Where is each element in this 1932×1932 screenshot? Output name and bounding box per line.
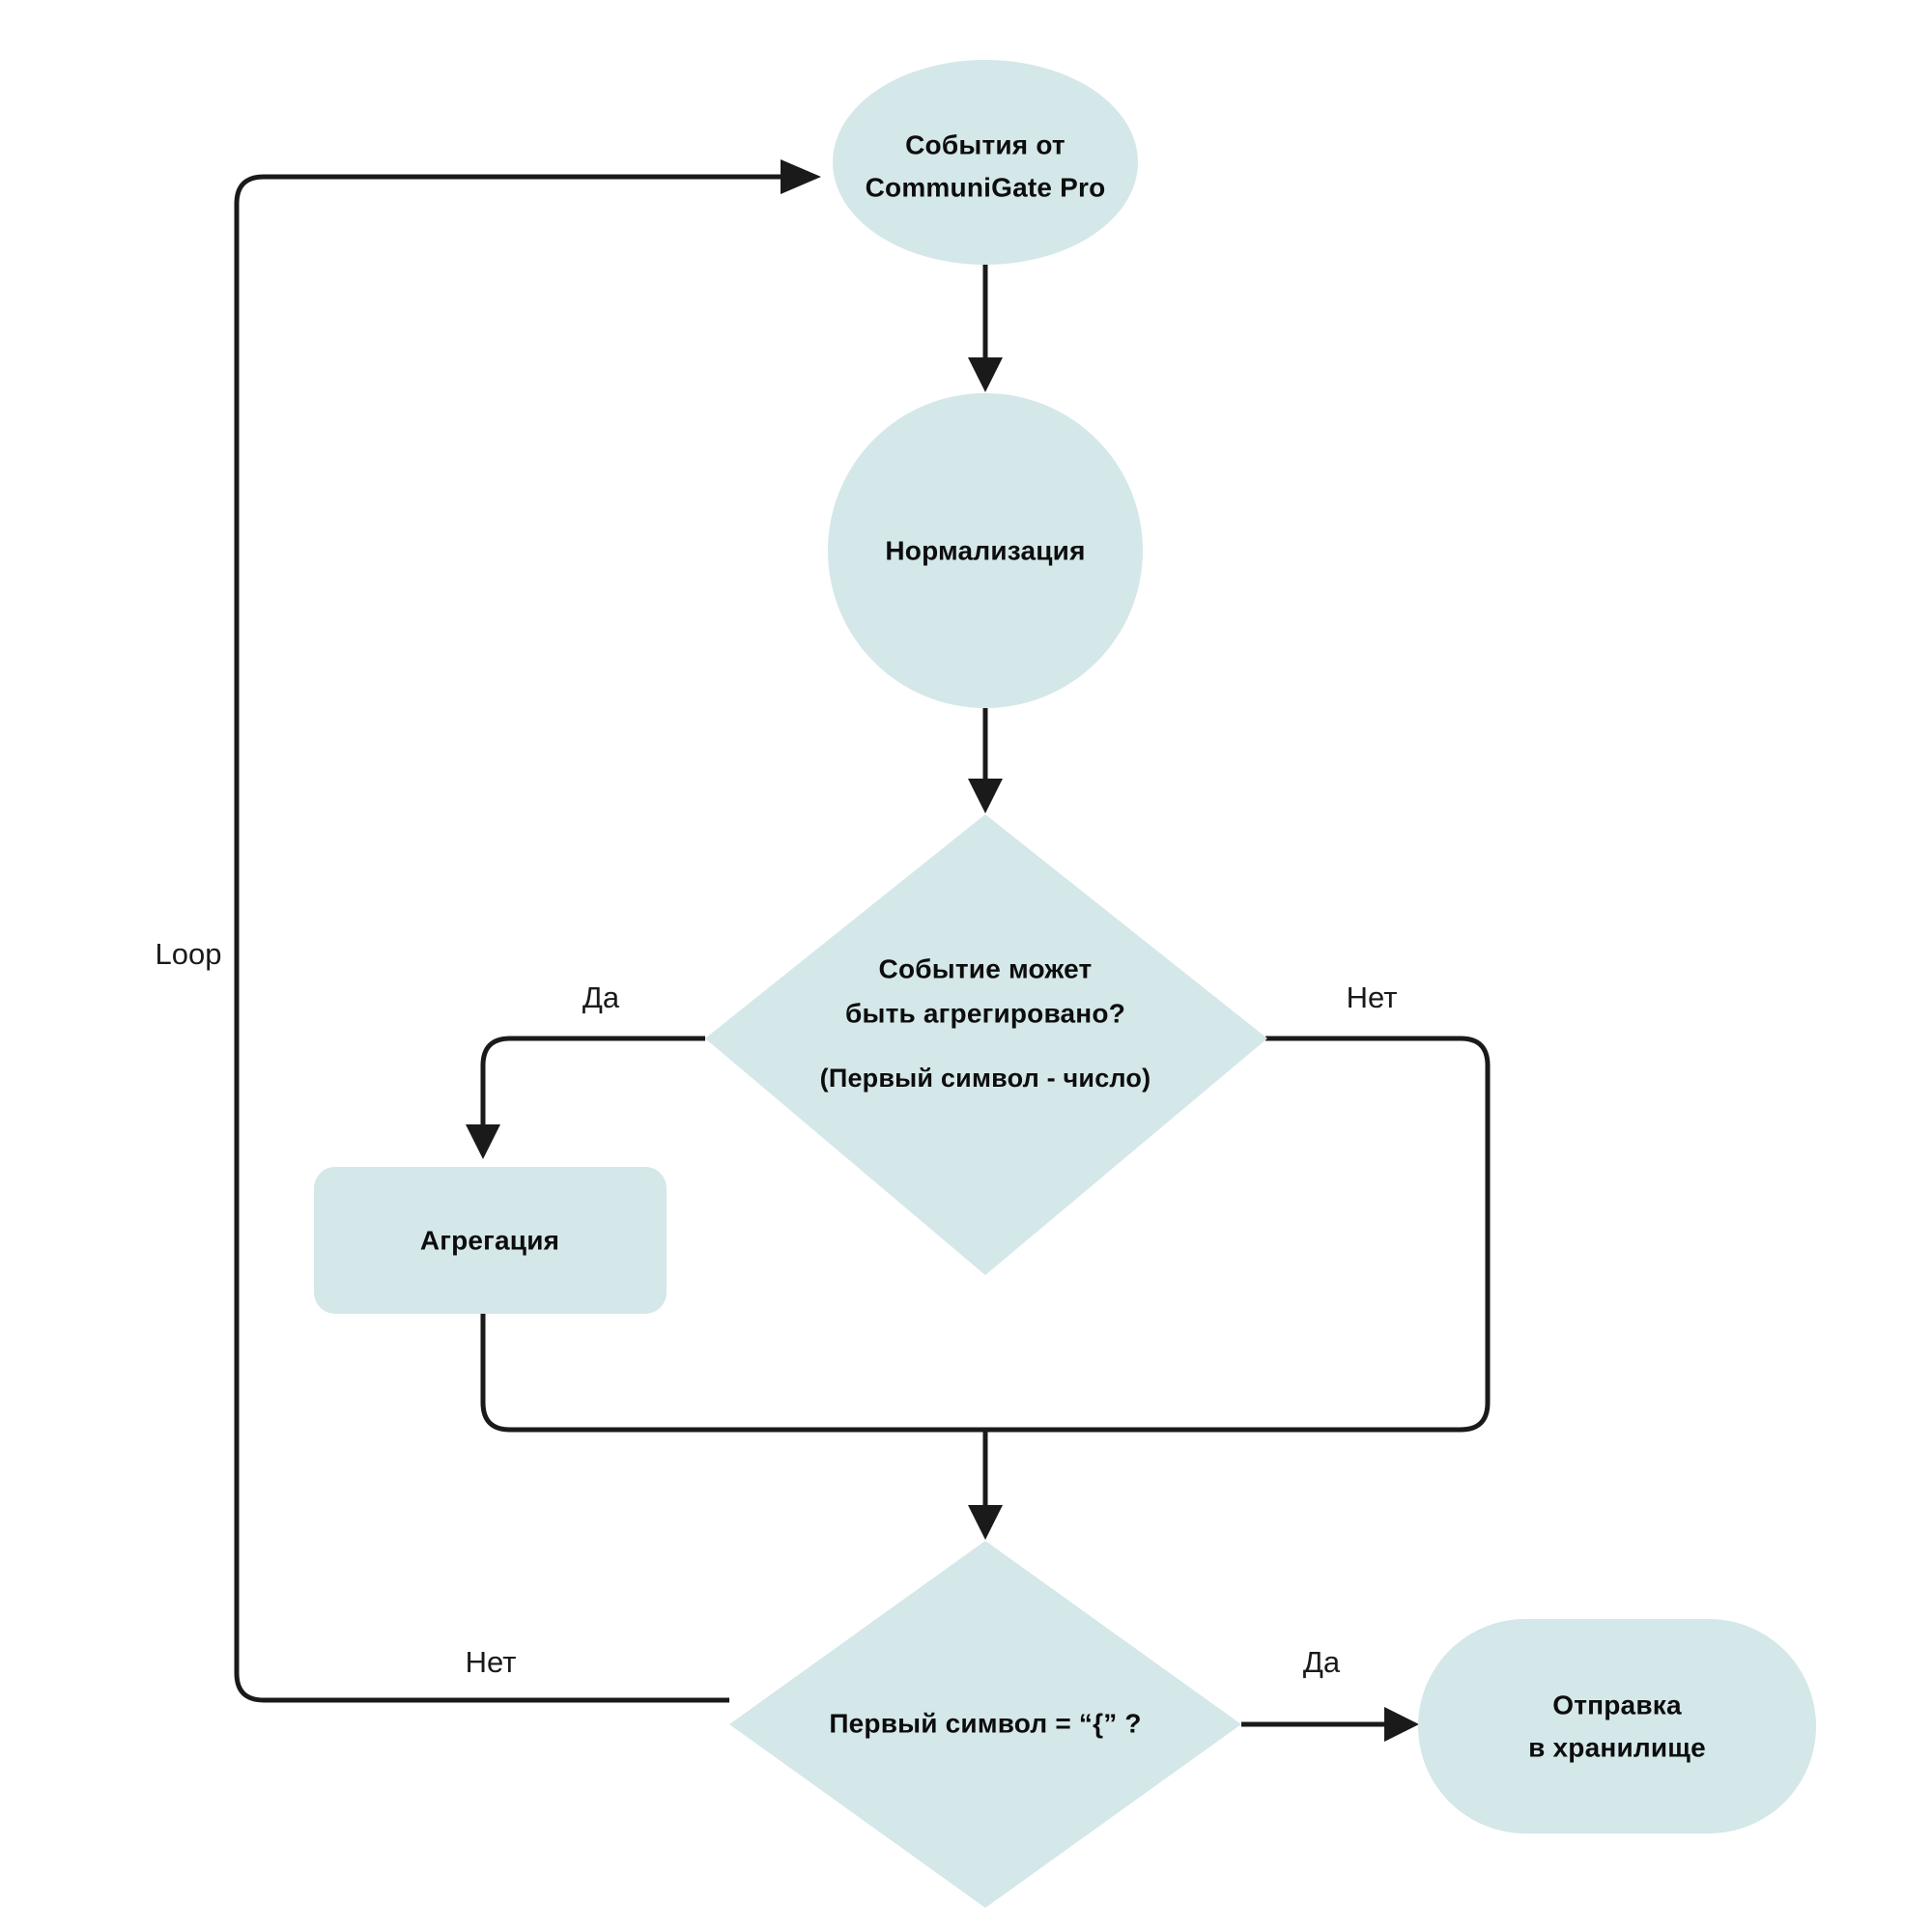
edge-loop-path <box>234 174 782 1703</box>
edge-label-brace-yes: Да <box>1303 1645 1341 1679</box>
edge-aggregation-to-merge <box>480 1314 985 1433</box>
node-source[interactable]: События от CommuniGate Pro <box>833 60 1138 265</box>
node-aggregation-label: Агрегация <box>420 1225 559 1255</box>
node-decision-aggregate-label-line2: быть агрегировано? <box>845 998 1125 1028</box>
edge-decision-yes-to-aggregation <box>466 1036 705 1159</box>
edge-decision-no-to-merge <box>985 1036 1491 1433</box>
edge-merge-to-decision2 <box>968 1430 1003 1540</box>
node-aggregation-rect <box>314 1167 667 1314</box>
node-storage-label-line1: Отправка <box>1552 1690 1682 1719</box>
node-decision-brace[interactable]: Первый символ = “{” ? <box>729 1541 1241 1908</box>
node-decision-aggregate-label-line3: (Первый символ - число) <box>820 1064 1151 1093</box>
node-decision-aggregate-diamond <box>705 814 1267 1275</box>
edge-merge-to-decision2-arrowhead <box>968 1505 1003 1540</box>
edge-label-aggregate-yes: Да <box>582 980 620 1014</box>
edge-loop <box>234 159 821 1703</box>
node-decision-aggregate-label-line1: Событие может <box>879 953 1093 983</box>
node-normalization-circle <box>828 393 1143 708</box>
edge-decision2-yes-arrowhead <box>1384 1707 1419 1742</box>
edge-source-to-normalize-arrowhead <box>968 357 1003 392</box>
edge-decision-yes-path <box>480 1036 705 1126</box>
node-normalization-label: Нормализация <box>885 535 1085 565</box>
edge-label-loop: Loop <box>156 937 222 971</box>
node-source-label-line2: CommuniGate Pro <box>866 172 1106 202</box>
edge-decision-yes-arrowhead <box>466 1124 500 1159</box>
edge-loop-arrowhead <box>781 159 821 194</box>
edge-label-brace-no: Нет <box>466 1645 517 1679</box>
edge-normalize-to-decision-arrowhead <box>968 779 1003 813</box>
edge-source-to-normalize <box>968 265 1003 392</box>
edge-label-aggregate-no: Нет <box>1347 980 1398 1014</box>
node-normalization[interactable]: Нормализация <box>828 393 1143 708</box>
node-storage-rect <box>1418 1619 1816 1833</box>
node-decision-aggregate[interactable]: Событие может быть агрегировано? (Первый… <box>705 814 1267 1275</box>
node-storage-label-line2: в хранилище <box>1528 1732 1706 1762</box>
edge-normalize-to-decision <box>968 708 1003 813</box>
node-decision-brace-label: Первый символ = “{” ? <box>829 1708 1141 1738</box>
node-storage[interactable]: Отправка в хранилище <box>1418 1619 1816 1833</box>
node-source-label-line1: События от <box>905 129 1065 159</box>
node-aggregation[interactable]: Агрегация <box>314 1167 667 1314</box>
node-decision-brace-diamond <box>729 1541 1241 1908</box>
edge-decision2-yes-to-storage <box>1241 1707 1419 1742</box>
node-source-ellipse <box>833 60 1138 265</box>
